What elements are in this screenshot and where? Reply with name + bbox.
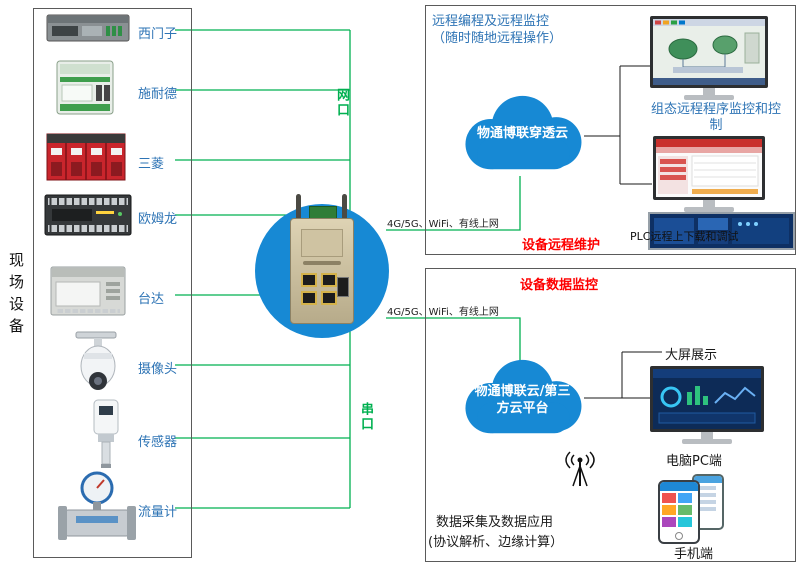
- plc-caption: PLC远程上下载和调试: [630, 230, 739, 243]
- footer-line1: 数据采集及数据应用: [436, 515, 554, 530]
- remote-programming-panel: [425, 5, 796, 255]
- mitsubishi-plc-icon: [46, 132, 126, 182]
- antenna-right-icon: [342, 194, 347, 220]
- iot-cloud-label-line2: 方云平台: [496, 400, 549, 416]
- device-label-schneider: 施耐德: [138, 87, 178, 102]
- iot-cloud-label: 物通博联云/第三 方云平台: [455, 384, 590, 418]
- phone-label: 手机端: [674, 547, 714, 562]
- ethernet-ports: [301, 273, 337, 305]
- field-devices-title: 现场设备: [7, 252, 25, 340]
- uplink-label-bottom: 4G/5G、WiFi、有线上网: [387, 307, 499, 318]
- device-label-siemens: 西门子: [138, 27, 178, 42]
- gateway-led-row: [303, 261, 341, 265]
- device-label-camera: 摄像头: [138, 362, 178, 377]
- plc-banner-screen: [648, 212, 795, 250]
- antenna-left-icon: [296, 194, 301, 220]
- device-label-mitsubishi: 三菱: [138, 157, 165, 172]
- footer-line2: (协议解析、边缘计算）: [428, 535, 564, 550]
- sensor-icon: [84, 398, 128, 470]
- pc-label: 电脑PC端: [666, 454, 722, 469]
- gateway-label-plate: [301, 229, 343, 257]
- phone-front-icon: [658, 480, 700, 544]
- serial-port-icon: [337, 277, 349, 297]
- remote-panel-title-line1: 远程编程及远程监控: [432, 14, 550, 29]
- device-label-omron: 欧姆龙: [138, 212, 178, 227]
- siemens-plc-icon: [46, 12, 130, 44]
- omron-plc-icon: [44, 194, 132, 236]
- hmi-caption: 组态远程程序监控和控制: [650, 102, 781, 134]
- big-screen-label: 大屏展示: [665, 348, 718, 363]
- dashboard-monitor: [650, 366, 764, 444]
- scada-monitor: [650, 16, 768, 100]
- device-label-flowmeter: 流量计: [138, 505, 178, 520]
- remote-panel-title-line2: （随时随地远程操作）: [432, 31, 563, 46]
- schneider-plc-icon: [56, 60, 114, 115]
- flow-meter-icon: [56, 468, 138, 550]
- data-monitoring-panel: [425, 268, 796, 562]
- camera-icon: [70, 330, 128, 394]
- iot-cloud-icon: [465, 359, 582, 434]
- wireless-antenna-icon: [565, 451, 595, 487]
- device-label-delta: 台达: [138, 292, 165, 307]
- field-devices-panel: [33, 8, 192, 558]
- penetration-cloud-icon: [465, 95, 582, 170]
- device-label-sensor: 传感器: [138, 435, 178, 450]
- industrial-gateway: [288, 192, 356, 326]
- plc-software-monitor: [653, 136, 765, 212]
- network-port-label: 网口: [334, 88, 349, 118]
- delta-plc-icon: [50, 266, 126, 316]
- gateway-body: [290, 218, 354, 324]
- iot-cloud-label-line1: 物通博联云/第三: [474, 384, 571, 399]
- data-monitoring-title: 设备数据监控: [520, 278, 599, 293]
- penetration-cloud-label: 物通博联穿透云: [476, 126, 568, 141]
- uplink-label-top: 4G/5G、WiFi、有线上网: [387, 219, 499, 230]
- maintenance-label: 设备远程维护: [522, 238, 601, 253]
- serial-port-label: 串口: [358, 402, 373, 432]
